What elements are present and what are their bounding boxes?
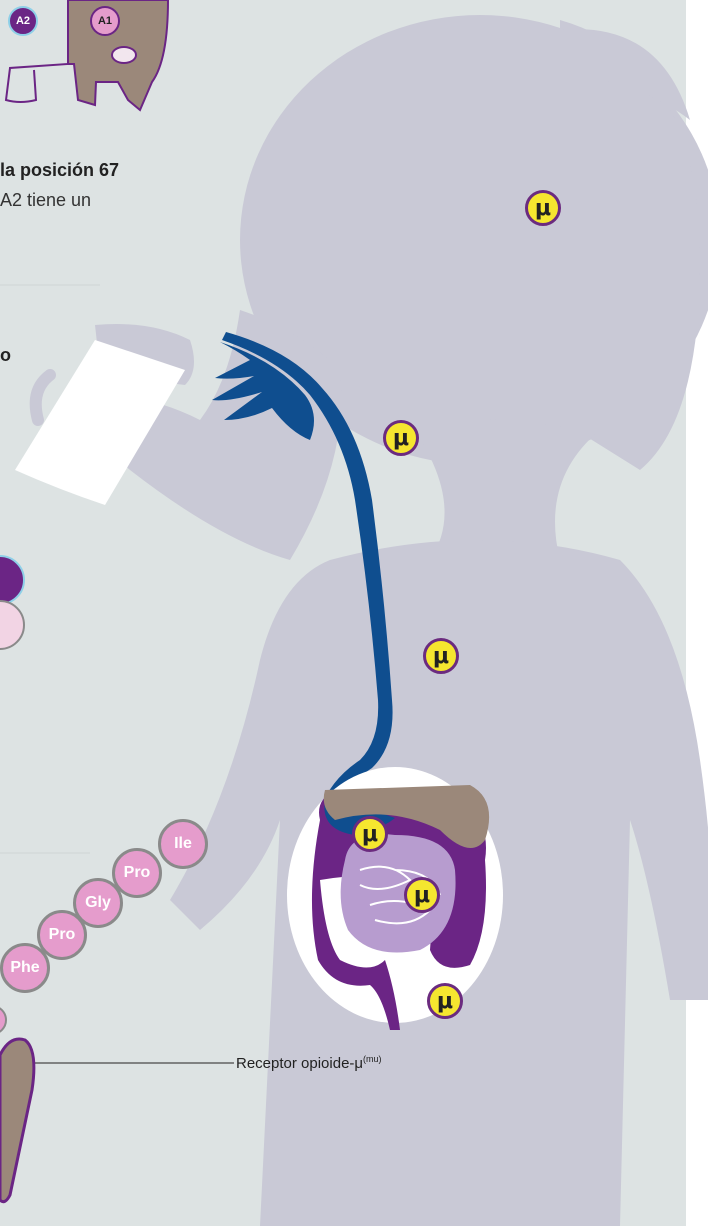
badge-a2: A2	[8, 6, 38, 36]
mu-receptor-stomach: μ	[352, 816, 388, 852]
mu-receptor-chest: μ	[423, 638, 459, 674]
receptor-label-superscript: (mu)	[363, 1054, 382, 1064]
heading-line-1: la posición 67	[0, 160, 119, 181]
heading-line-2: A2 tiene un	[0, 190, 91, 211]
peptide-residue-pro-2: Pro	[112, 848, 162, 898]
badge-a1: A1	[90, 6, 120, 36]
mu-receptor-neck: μ	[383, 420, 419, 456]
peptide-residue-ile: Ile	[158, 819, 208, 869]
heading-fragment: o	[0, 345, 11, 366]
receptor-label: Receptor opioide-μ(mu)	[236, 1054, 382, 1072]
mu-receptor-lower: μ	[427, 983, 463, 1019]
mu-receptor-intestine: μ	[404, 877, 440, 913]
mu-receptor-brain: μ	[525, 190, 561, 226]
receptor-label-text: Receptor opioide-μ	[236, 1055, 363, 1072]
